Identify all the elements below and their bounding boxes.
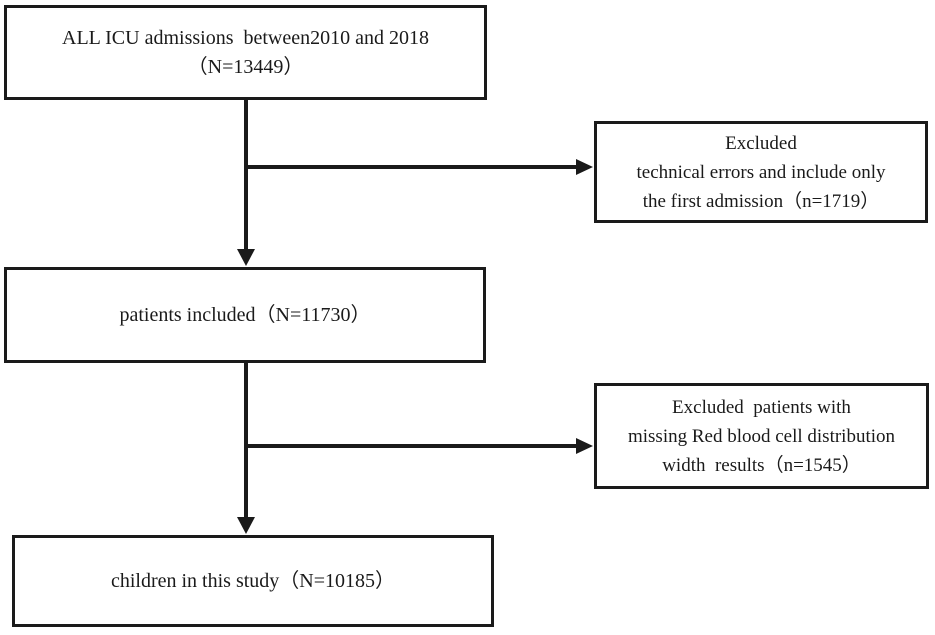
box-children-in-study: children in this study（N=10185） [12, 535, 494, 627]
box-excluded-missing-rdw: Excluded patients with missing Red blood… [594, 383, 929, 489]
box-excluded-missing-rdw-label: Excluded patients with missing Red blood… [627, 396, 896, 476]
box-patients-included-label: patients included（N=11730） [119, 303, 371, 326]
arrow-top-to-middle [237, 98, 255, 266]
box-all-icu-admissions-label: ALL ICU admissions between2010 and 2018 … [62, 26, 429, 78]
arrow-to-excluded1 [246, 159, 593, 175]
box-children-in-study-label: children in this study（N=10185） [110, 569, 396, 592]
box-patients-included: patients included（N=11730） [4, 267, 486, 363]
box-excluded-technical-errors-label: Excluded technical errors and include on… [636, 132, 886, 212]
arrow-to-excluded2 [246, 438, 593, 454]
arrow-middle-to-bottom [237, 361, 255, 534]
box-excluded-technical-errors: Excluded technical errors and include on… [594, 121, 928, 223]
box-all-icu-admissions: ALL ICU admissions between2010 and 2018 … [4, 5, 487, 100]
